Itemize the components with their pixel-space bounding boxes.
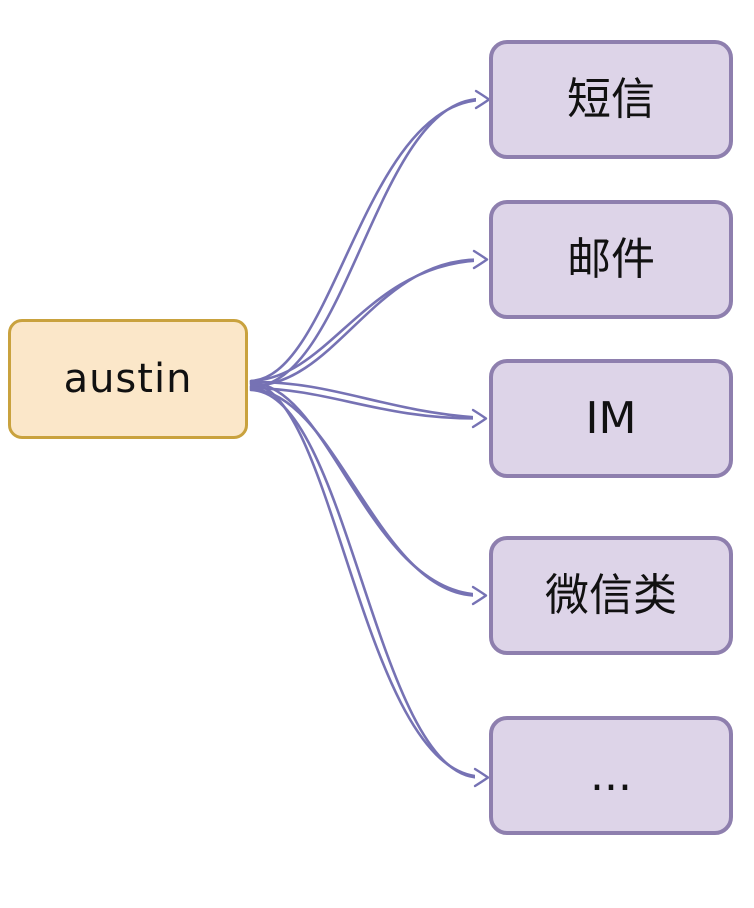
edge-to-email-inner — [249, 259, 480, 383]
arrowhead-email — [472, 249, 489, 270]
edge-to-more-inner — [249, 382, 481, 778]
node-more[interactable]: ... — [489, 716, 733, 835]
arrowhead-wechat — [471, 585, 488, 606]
node-im[interactable]: IM — [489, 359, 733, 478]
node-more-label: ... — [590, 749, 632, 801]
node-email-label: 邮件 — [567, 233, 655, 285]
arrowhead-more — [473, 767, 490, 788]
edge-to-im-outer — [249, 386, 479, 420]
node-wechat-label: 微信类 — [545, 569, 677, 621]
node-email[interactable]: 邮件 — [489, 200, 733, 319]
node-im-label: IM — [585, 392, 637, 444]
edge-to-sms-outer — [249, 97, 482, 389]
edge-to-wechat-inner — [249, 381, 479, 596]
edge-to-email-outer — [249, 258, 480, 388]
edge-to-sms-inner — [249, 98, 482, 383]
node-sms[interactable]: 短信 — [489, 40, 733, 159]
edge-to-wechat-outer — [249, 387, 479, 597]
edge-to-more-outer — [249, 388, 481, 779]
node-wechat[interactable]: 微信类 — [489, 536, 733, 655]
edge-to-im-inner — [249, 380, 479, 419]
node-sms-label: 短信 — [567, 73, 655, 125]
arrowhead-sms — [474, 89, 491, 110]
arrowhead-im — [471, 408, 488, 429]
node-austin[interactable]: austin — [8, 319, 248, 439]
node-austin-label: austin — [63, 356, 193, 402]
